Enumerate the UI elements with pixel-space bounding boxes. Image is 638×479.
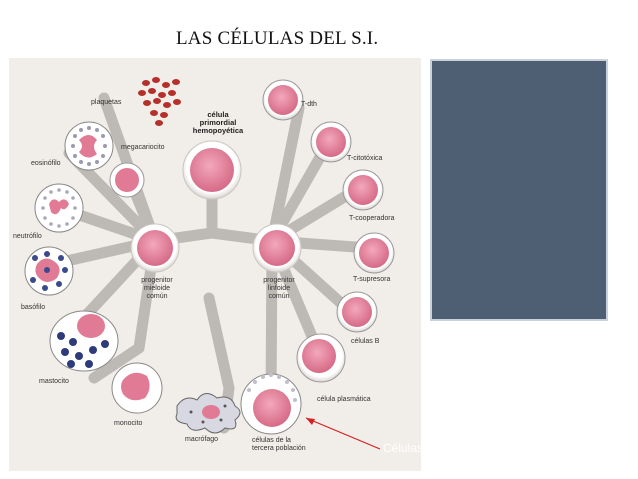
t-helper-cell [342, 169, 384, 211]
label-tercera-1: células de la [252, 437, 291, 444]
label-neutrofilo: neutrófilo [13, 233, 42, 240]
third-population-cell [240, 373, 302, 435]
immune-cells-diagram: célula primordial hemopoyética progenito… [9, 58, 421, 471]
page-title: LAS CÉLULAS DEL S.I. [176, 28, 379, 49]
side-panel [430, 59, 608, 321]
label-plaquetas: plaquetas [91, 99, 122, 106]
stem-cell [182, 140, 242, 200]
lymphoid-label-3: común [268, 293, 289, 300]
lymphoid-label-1: progenitor [263, 277, 295, 284]
basophil [24, 246, 74, 296]
t-cytotoxic-cell [310, 121, 352, 163]
label-tercera-2: tercera población [252, 445, 306, 452]
label-monocito: monocito [114, 420, 143, 427]
plasma-cell [296, 333, 346, 383]
label-t-cooperadora: T-cooperadora [349, 215, 395, 222]
b-cell [336, 291, 378, 333]
stem-cell-label-2: primordial [200, 118, 237, 127]
diagram-svg: célula primordial hemopoyética progenito… [13, 77, 395, 452]
label-mastocito: mastocito [39, 378, 69, 385]
label-t-supresora: T-supresora [353, 276, 390, 283]
stem-cell-label-3: hemopoyética [193, 126, 244, 135]
platelets [138, 77, 181, 126]
lymphoid-progenitor [252, 223, 302, 273]
lymphoid-label-2: linfoide [268, 285, 290, 292]
label-eosinofilo: eosinófilo [31, 160, 61, 167]
t-suppressor-cell [353, 232, 395, 274]
label-celula-plasmatica: célula plasmática [317, 396, 371, 403]
myeloid-progenitor [130, 223, 180, 273]
megakaryocyte [109, 162, 145, 198]
monocyte [111, 362, 163, 414]
nk-cells-label: Células asesinas NK [383, 441, 498, 455]
myeloid-label-2: mieloide [144, 285, 170, 292]
macrophage [175, 393, 241, 434]
label-basofilo: basófilo [21, 304, 45, 311]
mastocyte [49, 310, 119, 372]
label-t-citotoxica: T-citotóxica [347, 155, 383, 162]
label-megacariocito: megacariocito [121, 144, 165, 151]
label-macrofago: macrófago [185, 436, 218, 443]
label-celulas-b: células B [351, 338, 380, 345]
myeloid-label-1: progenitor [141, 277, 173, 284]
t-dth-cell [262, 79, 304, 121]
label-t-dth: T-dth [301, 101, 317, 108]
myeloid-label-3: común [146, 293, 167, 300]
eosinophil [64, 121, 114, 171]
stem-cell-label-1: célula [207, 110, 229, 119]
neutrophil [34, 183, 84, 233]
